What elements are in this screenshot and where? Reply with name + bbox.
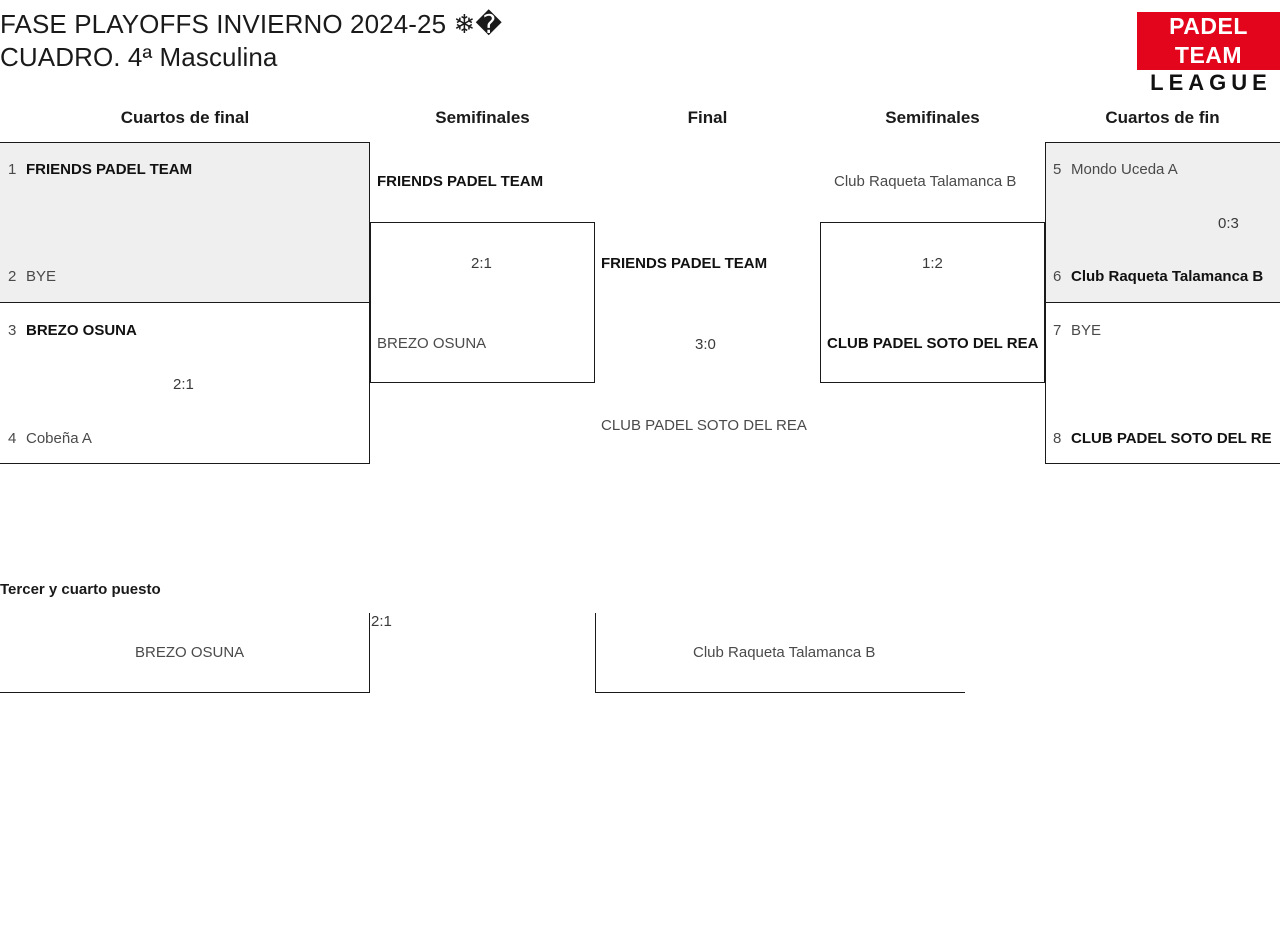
final-score: 3:0 xyxy=(695,336,716,353)
match-box-sf1[interactable] xyxy=(370,222,595,383)
qf4-top-slot: 7 BYE xyxy=(1053,321,1101,340)
match-box-qf1[interactable] xyxy=(0,142,370,303)
logo-top-text: PADEL TEAM xyxy=(1137,12,1280,70)
round-heading-quarterfinals-left: Cuartos de final xyxy=(120,108,250,127)
qf1-top-slot: 1 FRIENDS PADEL TEAM xyxy=(8,160,192,179)
round-heading-final: Final xyxy=(687,108,728,127)
qf4-bottom-slot: 8 CLUB PADEL SOTO DEL RE xyxy=(1053,429,1272,448)
qf2-top-seed: 3 xyxy=(8,322,17,339)
sf2-bottom-slot: CLUB PADEL SOTO DEL REA xyxy=(827,335,1039,352)
consolation-title: Tercer y cuarto puesto xyxy=(0,581,161,598)
qf3-score: 0:3 xyxy=(1218,215,1239,232)
page-title: FASE PLAYOFFS INVIERNO 2024-25 ❄� CUADRO… xyxy=(0,9,503,72)
qf4-top-team: BYE xyxy=(1071,322,1102,339)
sf2-top-slot: Club Raqueta Talamanca B xyxy=(834,173,1017,190)
qf1-bottom-slot: 2 BYE xyxy=(8,267,56,286)
logo-bottom-text: LEAGUE xyxy=(1137,70,1280,96)
round-heading-semifinals-left: Semifinales xyxy=(435,108,530,127)
qf1-bottom-team: BYE xyxy=(26,268,57,285)
round-heading-quarterfinals-right: Cuartos de fin xyxy=(1105,108,1220,127)
consolation-left-horizontal-line xyxy=(0,692,370,693)
consolation-left-team: BREZO OSUNA xyxy=(135,644,245,661)
match-box-qf3[interactable] xyxy=(1045,142,1280,303)
consolation-score: 2:1 xyxy=(371,613,392,630)
qf3-top-slot: 5 Mondo Uceda A xyxy=(1053,160,1178,179)
qf3-bottom-slot: 6 Club Raqueta Talamanca B xyxy=(1053,267,1263,286)
padel-team-league-logo: PADEL TEAM LEAGUE xyxy=(1137,12,1280,96)
consolation-right-vertical-line xyxy=(595,613,596,693)
qf3-bottom-team: Club Raqueta Talamanca B xyxy=(1071,268,1264,285)
qf2-bottom-seed: 4 xyxy=(8,430,17,447)
qf4-top-seed: 7 xyxy=(1053,322,1062,339)
qf3-top-team: Mondo Uceda A xyxy=(1071,161,1178,178)
qf1-top-team: FRIENDS PADEL TEAM xyxy=(26,161,193,178)
consolation-left-vertical-line xyxy=(369,613,370,693)
qf3-bottom-seed: 6 xyxy=(1053,268,1062,285)
qf3-top-seed: 5 xyxy=(1053,161,1062,178)
qf1-top-seed: 1 xyxy=(8,161,17,178)
qf2-bottom-slot: 4 Cobeña A xyxy=(8,429,92,448)
match-box-qf4[interactable] xyxy=(1045,302,1280,464)
consolation-right-horizontal-line xyxy=(595,692,965,693)
qf2-bottom-team: Cobeña A xyxy=(26,430,92,447)
qf4-bottom-team: CLUB PADEL SOTO DEL RE xyxy=(1071,430,1272,447)
match-box-sf2[interactable] xyxy=(820,222,1045,383)
final-top-slot: FRIENDS PADEL TEAM xyxy=(601,255,768,272)
sf2-score: 1:2 xyxy=(922,255,943,272)
qf2-top-slot: 3 BREZO OSUNA xyxy=(8,321,137,340)
sf1-top-slot: FRIENDS PADEL TEAM xyxy=(377,173,544,190)
match-box-qf2[interactable] xyxy=(0,302,370,464)
qf1-bottom-seed: 2 xyxy=(8,268,17,285)
qf2-score: 2:1 xyxy=(173,376,194,393)
sf1-bottom-slot: BREZO OSUNA xyxy=(377,335,487,352)
qf4-bottom-seed: 8 xyxy=(1053,430,1062,447)
round-heading-semifinals-right: Semifinales xyxy=(885,108,980,127)
qf2-top-team: BREZO OSUNA xyxy=(26,322,137,339)
consolation-right-team: Club Raqueta Talamanca B xyxy=(693,644,876,661)
final-bottom-slot: CLUB PADEL SOTO DEL REA xyxy=(601,417,807,434)
sf1-score: 2:1 xyxy=(471,255,492,272)
